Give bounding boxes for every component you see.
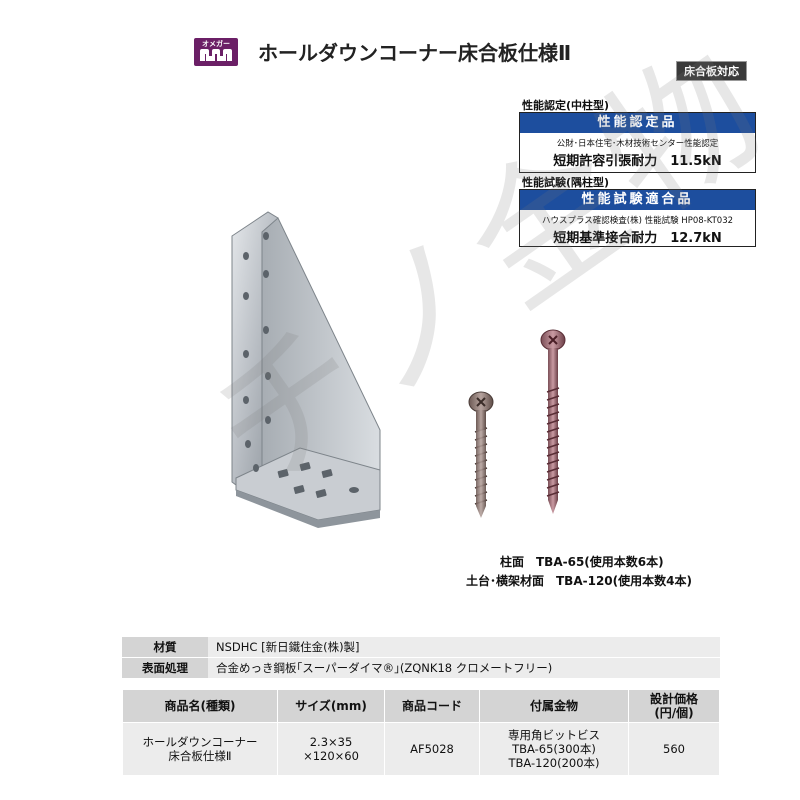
header-price-line1: 設計価格 — [649, 692, 698, 706]
product-name-line2: 床合板仕様Ⅱ — [168, 749, 232, 763]
spec-key-material: 材質 — [122, 637, 208, 658]
cell-product-name: ホールダウンコーナー 床合板仕様Ⅱ — [122, 722, 278, 776]
cert1-line1: 公財･日本住宅･木材技術センター性能認定 — [556, 139, 719, 149]
accessory-line1: 専用角ビットビス — [508, 728, 600, 742]
screw-tba65 — [468, 391, 494, 518]
accessory-line3: TBA-120(200本) — [508, 756, 600, 770]
product-name-line1: ホールダウンコーナー — [142, 735, 258, 749]
page-title: ホールダウンコーナー床合板仕様Ⅱ — [258, 41, 572, 65]
product-header-row: 商品名(種類) サイズ(mm) 商品コード 付属金物 設計価格 (円/個) — [122, 689, 720, 723]
cell-size: 2.3×35 ×120×60 — [277, 722, 385, 776]
caption-column-face: 柱面 TBA-65(使用本数6本) — [500, 555, 664, 569]
cell-code: AF5028 — [384, 722, 480, 776]
cert2-box: 性能試験適合品 ハウスプラス確認検査(株) 性能試験 HP08-KT032 短期… — [519, 189, 756, 247]
header-product-name: 商品名(種類) — [122, 689, 278, 723]
plywood-badge: 床合板対応 — [676, 61, 747, 81]
header-size: サイズ(mm) — [277, 689, 385, 723]
accessory-line2: TBA-65(300本) — [512, 742, 596, 756]
cert1-line2: 短期許容引張耐力 11.5kN — [553, 154, 722, 169]
logo-mark-icon — [200, 49, 232, 61]
size-line2: ×120×60 — [303, 749, 359, 763]
header-price: 設計価格 (円/個) — [628, 689, 720, 723]
spec-row: 材質 NSDHC [新日鐵住金(株)製] — [122, 637, 720, 658]
header-accessory: 付属金物 — [479, 689, 629, 723]
cert1-heading: 性能認定品 — [520, 113, 755, 133]
brand-logo: オメガー — [194, 38, 238, 66]
caption-sill-face: 土台･横架材面 TBA-120(使用本数4本) — [466, 574, 692, 588]
cert2-line2: 短期基準接合耐力 12.7kN — [553, 231, 722, 246]
size-line1: 2.3×35 — [309, 735, 353, 749]
cell-price: 560 — [628, 722, 720, 776]
spec-key-finish: 表面処理 — [122, 657, 208, 679]
screw-tba120 — [540, 329, 566, 514]
logo-text: オメガー — [202, 40, 230, 48]
cert1-label: 性能認定(中柱型) — [522, 99, 610, 112]
header-price-line2: (円/個) — [654, 706, 694, 720]
cert2-label: 性能試験(隅柱型) — [522, 176, 610, 189]
cell-accessory: 専用角ビットビス TBA-65(300本) TBA-120(200本) — [479, 722, 629, 776]
table-row: ホールダウンコーナー 床合板仕様Ⅱ 2.3×35 ×120×60 AF5028 … — [122, 722, 720, 776]
header-code: 商品コード — [384, 689, 480, 723]
spec-table: 材質 NSDHC [新日鐵住金(株)製] 表面処理 合金めっき鋼板｢スーパーダイ… — [122, 637, 720, 679]
cert2-line1: ハウスプラス確認検査(株) 性能試験 HP08-KT032 — [541, 216, 734, 226]
holddown-bracket — [231, 211, 381, 528]
spec-row: 表面処理 合金めっき鋼板｢スーパーダイマ®｣(ZQNK18 クロメートフリー) — [122, 657, 720, 679]
spec-value-finish: 合金めっき鋼板｢スーパーダイマ®｣(ZQNK18 クロメートフリー) — [208, 657, 720, 679]
spec-value-material: NSDHC [新日鐵住金(株)製] — [208, 637, 720, 658]
cert1-box: 性能認定品 公財･日本住宅･木材技術センター性能認定 短期許容引張耐力 11.5… — [519, 112, 756, 173]
cert2-heading: 性能試験適合品 — [520, 190, 755, 210]
product-table: 商品名(種類) サイズ(mm) 商品コード 付属金物 設計価格 (円/個) ホー… — [122, 689, 720, 776]
